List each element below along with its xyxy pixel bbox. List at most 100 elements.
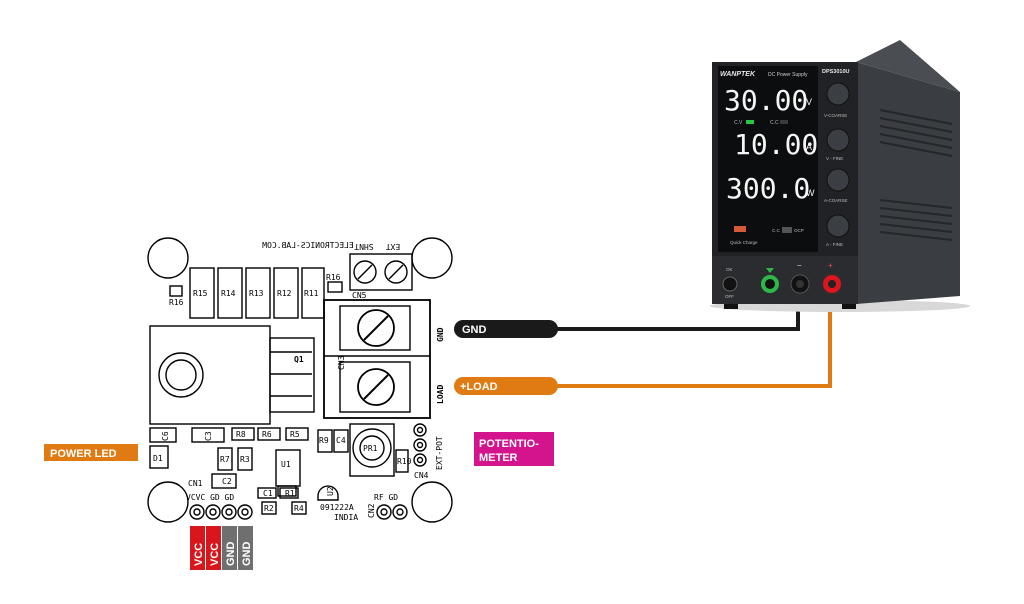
resistor-r15 xyxy=(189,267,215,319)
knob-a-coarse[interactable]: A-COARSE xyxy=(824,168,850,203)
resistor-r14 xyxy=(217,267,243,319)
c6-label: C6 xyxy=(161,431,170,441)
resistor-r11 xyxy=(301,267,325,319)
resistor-r2 xyxy=(261,501,277,515)
ext-label: EXT xyxy=(386,242,401,251)
u1-label: U1 xyxy=(281,460,291,469)
cn5-label: CN5 xyxy=(352,291,367,300)
r16-left-pad xyxy=(169,285,183,297)
capacitor-c6 xyxy=(149,427,177,443)
power-button[interactable]: OK OFF xyxy=(722,267,738,299)
r6-label: R6 xyxy=(262,430,272,439)
positive-terminal-label: + xyxy=(828,261,833,270)
resistor-r9 xyxy=(317,429,333,453)
load-terminal-label: LOAD xyxy=(436,385,445,404)
ocp-label: OCP xyxy=(794,228,804,233)
mounting-hole xyxy=(147,237,189,279)
r7-label: R7 xyxy=(220,455,230,464)
knob-v-coarse[interactable]: V-COARSE xyxy=(824,82,850,118)
cn4-label: CN4 xyxy=(414,471,429,480)
board-country: INDIA xyxy=(334,513,358,522)
usb-port xyxy=(734,226,746,232)
r16-top-pad xyxy=(327,281,343,293)
cv-led xyxy=(746,120,754,124)
negative-terminal[interactable]: − xyxy=(790,261,810,294)
board-code: 091222A xyxy=(320,503,354,512)
c1-label: C1 xyxy=(263,489,273,498)
knob-a-fine[interactable]: A - FINE xyxy=(826,214,850,247)
knob-a-fine-label: A - FINE xyxy=(826,242,843,247)
website-label: ELECTRONICS-LAB.COM xyxy=(262,241,354,250)
resistor-r6 xyxy=(257,427,281,441)
positive-terminal[interactable]: + xyxy=(823,261,841,293)
current-readout: 10.00 xyxy=(734,128,818,161)
r5-label: R5 xyxy=(290,430,300,439)
ocp-switch[interactable] xyxy=(782,227,792,233)
cn1-header xyxy=(189,504,253,520)
cn1-pin-tags: VCC VCC GND GND xyxy=(190,526,253,570)
resistor-r5 xyxy=(285,427,309,441)
r8-label: R8 xyxy=(236,430,246,439)
knob-v-coarse-label: V-COARSE xyxy=(824,113,847,118)
u2-label: U2 xyxy=(326,486,335,496)
resistor-r4 xyxy=(291,501,307,515)
chip-u2 xyxy=(317,485,339,501)
power-unit: W xyxy=(806,188,815,198)
knob-v-fine-label: V - FINE xyxy=(826,156,843,161)
r16-left-label: R16 xyxy=(169,298,184,307)
cn1-label: CN1 xyxy=(188,479,203,488)
rf-gd-label: RF GD xyxy=(374,493,398,502)
r4-label: R4 xyxy=(294,504,304,513)
resistor-r3 xyxy=(237,447,253,471)
ext-pot-label: EXT-POT xyxy=(435,436,444,470)
power-off-label: OFF xyxy=(725,294,734,299)
capacitor-c3 xyxy=(191,427,225,443)
pin-tag-vcc-2: VCC xyxy=(209,543,221,566)
quick-charge-label: Quick Charge xyxy=(730,240,758,245)
cv-indicator-label: C.V xyxy=(734,120,743,126)
shnt-label: SHNT xyxy=(354,242,373,251)
r16-top-label: R16 xyxy=(326,273,341,282)
resistor-r13 xyxy=(245,267,271,319)
c2-label: C2 xyxy=(222,477,232,486)
current-unit: A xyxy=(806,142,812,152)
r10-label: R10 xyxy=(397,457,412,466)
c3-label: C3 xyxy=(204,431,213,441)
capacitor-c2 xyxy=(211,473,237,489)
cc-indicator-label: C.C xyxy=(770,120,779,126)
resistor-r12 xyxy=(273,267,299,319)
r11-label: R11 xyxy=(304,289,319,298)
psu-brand: WANPTEK xyxy=(720,71,756,78)
ocp-cc-label: C.C xyxy=(772,228,781,233)
cn3-terminal-block xyxy=(323,299,431,419)
knob-a-coarse-label: A-COARSE xyxy=(824,198,848,203)
cn5-terminal xyxy=(349,253,413,291)
r1-label: R1 xyxy=(285,489,295,498)
potentiometer-callout: POTENTIO- METER xyxy=(474,432,554,466)
mounting-hole xyxy=(147,481,189,523)
cn1-pin-labels: VCVC GD GD xyxy=(186,493,234,502)
psu-subtitle: DC Power Supply xyxy=(768,72,808,78)
resistor-r7 xyxy=(217,447,233,471)
pcb-board: ELECTRONICS-LAB.COM R15 R14 R13 R12 R11 … xyxy=(147,237,453,523)
negative-terminal-label: − xyxy=(797,261,802,270)
knob-v-fine[interactable]: V - FINE xyxy=(826,128,850,161)
ground-terminal[interactable] xyxy=(761,268,779,293)
gnd-wire-label: GND xyxy=(462,324,487,336)
voltage-unit: V xyxy=(806,97,812,107)
gnd-terminal-label: GND xyxy=(436,327,445,342)
display-panel xyxy=(718,66,818,252)
d1-label: D1 xyxy=(153,454,163,463)
pin-tag-vcc-1: VCC xyxy=(193,543,205,566)
pin-tag-gnd-2: GND xyxy=(241,542,253,567)
resistor-r1 xyxy=(279,487,299,499)
mounting-hole xyxy=(411,481,453,523)
power-led-label: POWER LED xyxy=(50,448,117,460)
pr1-label: PR1 xyxy=(363,444,378,453)
capacitor-c4 xyxy=(333,429,349,453)
power-readout: 300.0 xyxy=(726,172,810,205)
r15-label: R15 xyxy=(193,289,208,298)
r9-label: R9 xyxy=(319,436,329,445)
q1-mosfet xyxy=(149,325,271,425)
